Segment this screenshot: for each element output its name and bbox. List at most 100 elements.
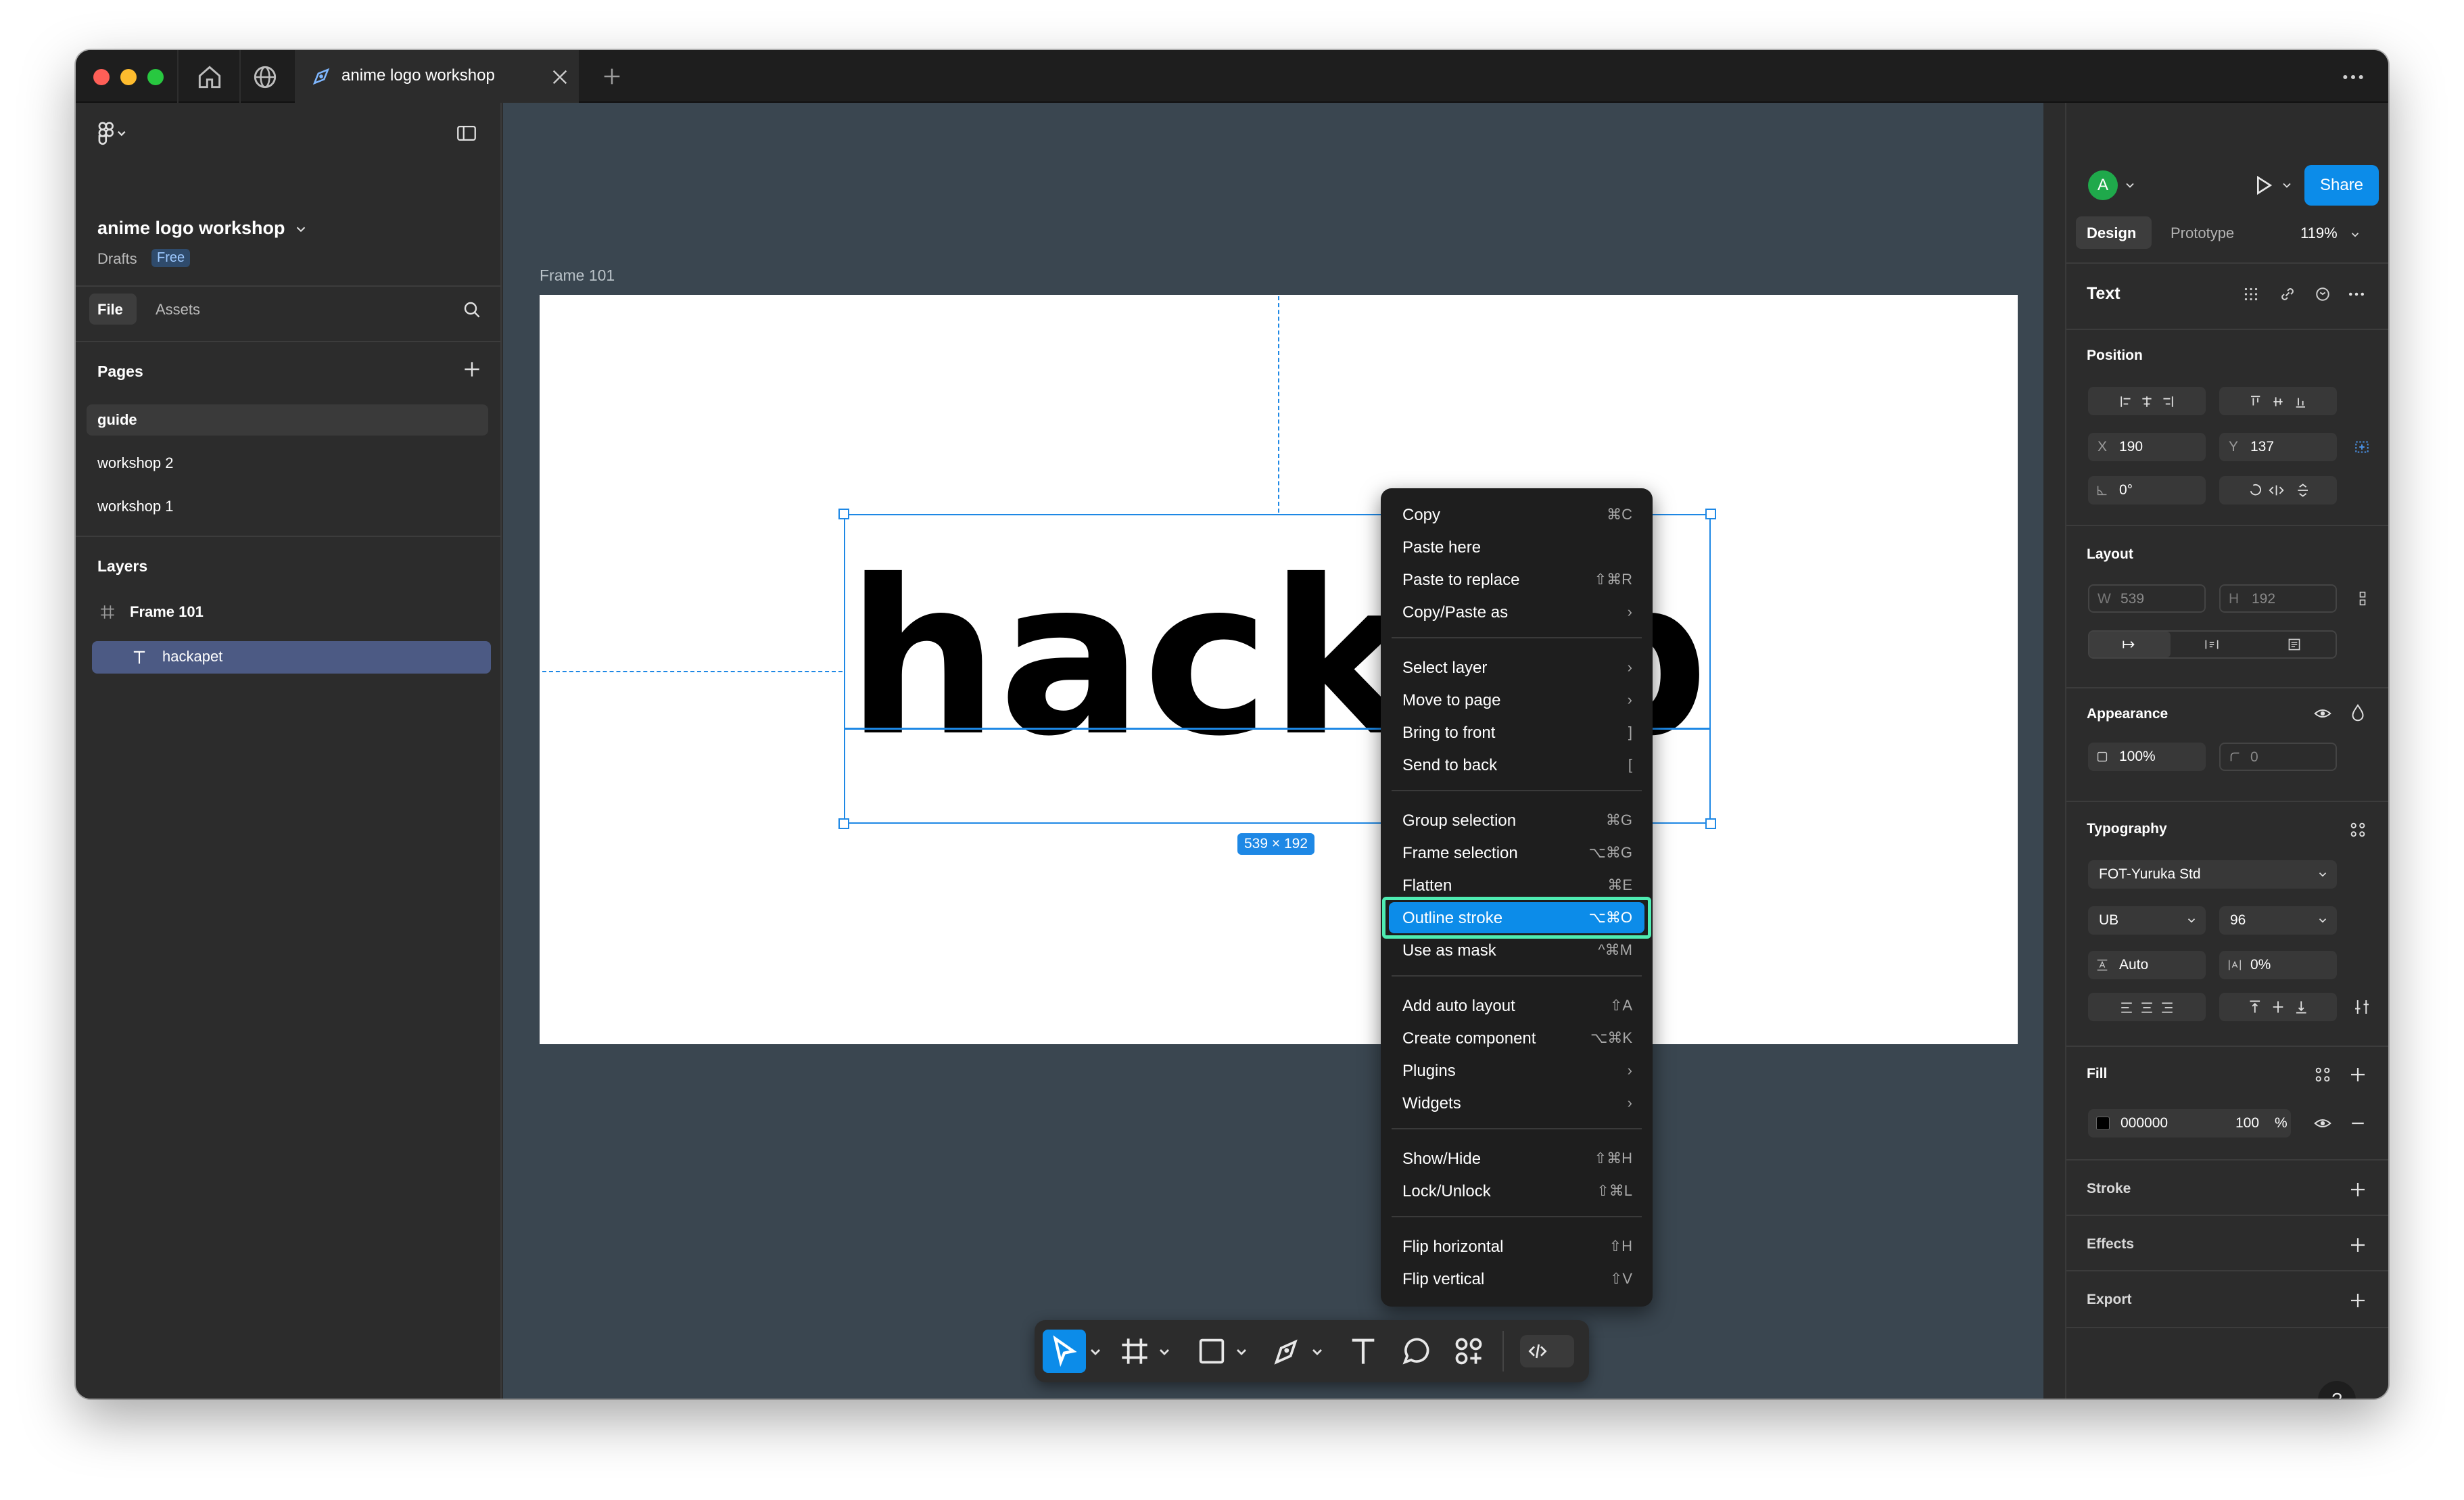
lock-ratio-icon[interactable] xyxy=(2353,588,2372,609)
globe-icon[interactable] xyxy=(250,62,280,92)
frame-label[interactable]: Frame 101 xyxy=(540,266,615,284)
maximize-window-button[interactable] xyxy=(147,69,164,85)
x-field[interactable]: X 190 xyxy=(2088,433,2206,461)
menu-item-outline-stroke[interactable]: Outline stroke⌥⌘O xyxy=(1381,897,1653,939)
text-tool-icon[interactable] xyxy=(1344,1332,1382,1370)
chevron-down-icon[interactable] xyxy=(1235,1332,1248,1370)
figma-menu-icon[interactable] xyxy=(96,120,127,147)
menu-item-show-hide[interactable]: Show/Hide⇧⌘H xyxy=(1402,1150,1632,1168)
constraints-icon[interactable] xyxy=(2350,437,2373,457)
menu-item-flatten[interactable]: Flatten⌘E xyxy=(1402,876,1632,895)
styles-icon[interactable] xyxy=(2313,1064,2333,1085)
move-tool-button[interactable] xyxy=(1043,1330,1086,1373)
font-size-field[interactable]: 96 xyxy=(2219,906,2337,935)
add-stroke-icon[interactable] xyxy=(2348,1179,2368,1200)
tab-anime-logo-workshop[interactable] xyxy=(295,50,579,103)
add-export-icon[interactable] xyxy=(2348,1290,2368,1311)
dev-mode-toggle[interactable] xyxy=(1520,1335,1574,1367)
height-field[interactable]: H 192 xyxy=(2219,584,2337,613)
font-family-select[interactable]: FOT-Yuruka Std xyxy=(2088,860,2337,889)
tab-file[interactable] xyxy=(89,294,137,325)
font-weight-select[interactable]: UB xyxy=(2088,906,2206,935)
page-item-workshop-2[interactable]: workshop 2 xyxy=(97,454,174,471)
resize-handle-top-right[interactable] xyxy=(1705,509,1716,519)
layer-hackapet-selected[interactable] xyxy=(92,641,491,674)
menu-item-widgets[interactable]: Widgets› xyxy=(1402,1094,1632,1112)
align-horizontal-icons[interactable] xyxy=(2095,395,2199,408)
menu-item-create-component[interactable]: Create component⌥⌘K xyxy=(1402,1029,1632,1048)
opacity-field[interactable]: 100% xyxy=(2088,743,2206,771)
more-icon[interactable] xyxy=(2346,284,2367,304)
chevron-down-icon[interactable] xyxy=(1158,1332,1171,1370)
rotate-flip-icons[interactable] xyxy=(2226,483,2330,498)
vertical-align-icons[interactable] xyxy=(2226,1000,2330,1014)
letter-spacing-field[interactable]: 0% xyxy=(2219,951,2337,979)
chevron-down-icon[interactable] xyxy=(2123,179,2137,192)
resize-handle-bottom-right[interactable] xyxy=(1705,818,1716,829)
tab-prototype[interactable]: Prototype xyxy=(2171,225,2235,241)
help-button[interactable]: ? xyxy=(2318,1381,2356,1399)
eye-icon[interactable] xyxy=(2313,1113,2333,1133)
file-name[interactable]: anime logo workshop xyxy=(97,218,285,238)
close-window-button[interactable] xyxy=(93,69,110,85)
eye-icon[interactable] xyxy=(2313,703,2333,724)
resources-tool-icon[interactable] xyxy=(1450,1332,1488,1370)
resize-handle-bottom-left[interactable] xyxy=(838,818,849,829)
menu-item-group-selection[interactable]: Group selection⌘G xyxy=(1402,812,1632,830)
type-settings-icon[interactable] xyxy=(2352,997,2372,1017)
line-height-field[interactable]: Auto xyxy=(2088,951,2206,979)
fixed-size-icon[interactable] xyxy=(2285,636,2303,653)
remove-fill-icon[interactable] xyxy=(2348,1113,2368,1133)
menu-item-bring-to-front[interactable]: Bring to front] xyxy=(1402,724,1632,742)
share-button[interactable]: Share xyxy=(2304,165,2379,206)
layer-frame-101[interactable]: Frame 101 xyxy=(130,603,204,620)
link-icon[interactable] xyxy=(2277,284,2298,304)
menu-item-send-to-back[interactable]: Send to back[ xyxy=(1402,756,1632,774)
present-play-icon[interactable] xyxy=(2249,172,2276,199)
page-item-guide[interactable]: guide xyxy=(97,411,137,428)
chevron-down-icon[interactable] xyxy=(2349,229,2361,241)
variables-icon[interactable] xyxy=(2313,284,2333,304)
grid-icon[interactable] xyxy=(2241,284,2261,304)
fill-field[interactable]: 000000 100 % xyxy=(2088,1109,2291,1138)
chevron-down-icon[interactable] xyxy=(1089,1332,1102,1370)
menu-item-frame-selection[interactable]: Frame selection⌥⌘G xyxy=(1402,844,1632,862)
add-effect-icon[interactable] xyxy=(2348,1235,2368,1255)
menu-item-select-layer[interactable]: Select layer› xyxy=(1402,659,1632,677)
y-field[interactable]: Y 137 xyxy=(2219,433,2337,461)
chevron-down-icon[interactable] xyxy=(293,222,308,237)
minimize-window-button[interactable] xyxy=(120,69,137,85)
menu-item-copy[interactable]: Copy⌘C xyxy=(1402,506,1632,524)
zoom-level[interactable]: 119% xyxy=(2300,225,2338,241)
width-field[interactable]: W 539 xyxy=(2088,584,2206,613)
tab-assets[interactable]: Assets xyxy=(156,301,201,318)
text-align-icons[interactable] xyxy=(2095,1001,2199,1014)
fill-swatch[interactable] xyxy=(2096,1117,2110,1130)
menu-item-plugins[interactable]: Plugins› xyxy=(1402,1062,1632,1080)
add-fill-icon[interactable] xyxy=(2348,1064,2368,1085)
menu-item-copy-paste-as[interactable]: Copy/Paste as› xyxy=(1402,603,1632,622)
comment-tool-icon[interactable] xyxy=(1397,1332,1435,1370)
frame-tool-icon[interactable] xyxy=(1116,1332,1154,1370)
menu-item-flip-horizontal[interactable]: Flip horizontal⇧H xyxy=(1402,1238,1632,1256)
page-item-workshop-1[interactable]: workshop 1 xyxy=(97,498,174,515)
auto-width-button[interactable] xyxy=(2089,632,2171,657)
menu-item-use-as-mask[interactable]: Use as mask^⌘M xyxy=(1402,941,1632,960)
toggle-sidebar-icon[interactable] xyxy=(454,122,479,145)
close-tab-icon[interactable] xyxy=(549,66,571,88)
chevron-down-icon[interactable] xyxy=(1310,1332,1324,1370)
menu-item-flip-vertical[interactable]: Flip vertical⇧V xyxy=(1402,1270,1632,1288)
menu-item-add-auto-layout[interactable]: Add auto layout⇧A xyxy=(1402,997,1632,1015)
align-vertical-icons[interactable] xyxy=(2226,395,2330,408)
tab-design[interactable] xyxy=(2076,216,2152,249)
corner-radius-field[interactable]: 0 xyxy=(2219,743,2337,771)
pen-tool-icon[interactable] xyxy=(1269,1332,1306,1370)
menu-item-lock-unlock[interactable]: Lock/Unlock⇧⌘L xyxy=(1402,1182,1632,1200)
home-icon[interactable] xyxy=(195,62,224,92)
chevron-down-icon[interactable] xyxy=(2280,179,2294,192)
add-page-icon[interactable] xyxy=(461,358,483,380)
text-styles-icon[interactable] xyxy=(2348,820,2368,840)
auto-height-icon[interactable] xyxy=(2203,636,2221,653)
menu-item-paste-here[interactable]: Paste here xyxy=(1402,538,1482,557)
new-tab-icon[interactable] xyxy=(600,65,623,88)
